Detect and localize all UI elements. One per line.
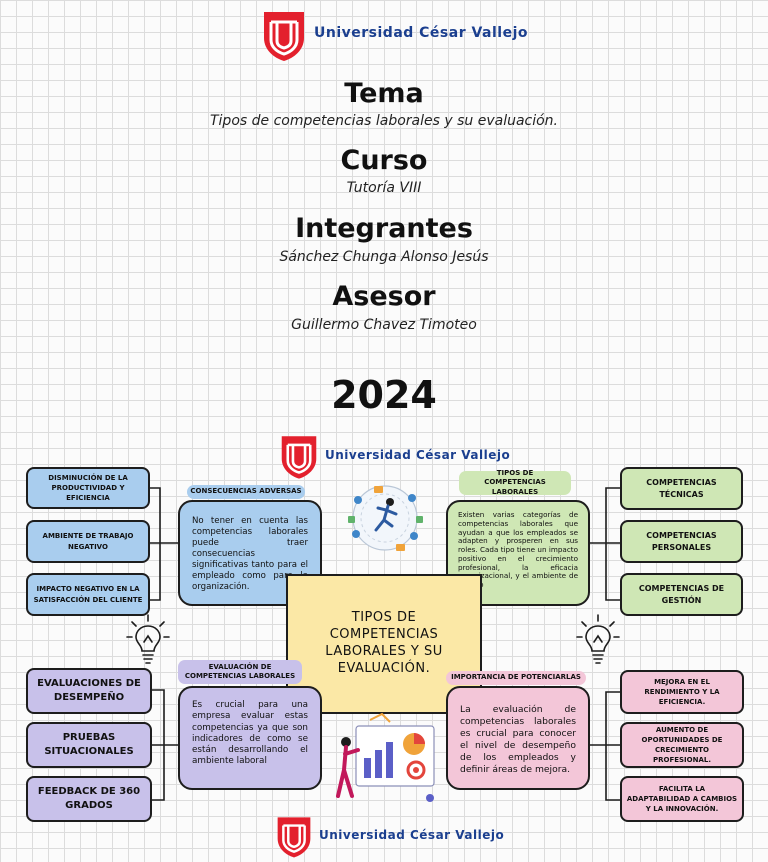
university-shield-icon	[281, 436, 317, 479]
lightbulb-icon	[576, 614, 620, 664]
consecuencias-item-1: Disminución de la productividad y eficie…	[26, 467, 150, 509]
evaluacion-item-2: Pruebas situacionales	[26, 722, 152, 768]
university-logo-middle: Universidad César Vallejo	[280, 434, 510, 480]
integrantes-value: Sánchez Chunga Alonso Jesús	[279, 249, 489, 265]
consecuencias-tag: Consecuencias adversas	[187, 485, 305, 499]
business-charts-illustration	[336, 712, 435, 802]
importancia-item-1: Mejora en el rendimiento y la eficiencia…	[620, 670, 744, 714]
tipos-item-2: Competencias personales	[620, 520, 743, 563]
year: 2024	[331, 373, 437, 417]
person-network-illustration	[348, 485, 423, 551]
curso-heading: Curso	[340, 145, 428, 176]
evaluacion-item-1: Evaluaciones de desempeño	[26, 668, 152, 714]
tema-value: Tipos de competencias laborales y su eva…	[209, 113, 559, 129]
importancia-tag: Importancia de potenciarlas	[446, 671, 586, 685]
asesor-heading: Asesor	[332, 281, 436, 312]
importancia-item-3: Facilita la adaptabilidad a cambios y la…	[620, 776, 744, 822]
university-logo-bottom: Universidad César Vallejo	[276, 815, 504, 859]
university-logo-top: Universidad César Vallejo	[262, 10, 528, 62]
university-name: Universidad César Vallejo	[314, 25, 529, 41]
tipos-item-3: Competencias de gestión	[620, 573, 743, 616]
evaluacion-item-3: Feedback de 360 grados	[26, 776, 152, 822]
curso-value: Tutoría VIII	[346, 180, 422, 196]
consecuencias-item-3: Impacto negativo en la satisfacción del …	[26, 573, 150, 616]
tema-heading: Tema	[344, 78, 424, 109]
consecuencias-item-2: Ambiente de trabajo negativo	[26, 520, 150, 563]
university-shield-icon	[277, 817, 311, 858]
evaluacion-tag: Evaluación de competencias laborales	[178, 660, 302, 684]
tipos-tag: Tipos de competencias laborales	[459, 469, 571, 496]
importancia-description: La evaluación de competencias laborales …	[446, 686, 590, 790]
tipos-item-1: Competencias técnicas	[620, 467, 743, 510]
university-shield-icon	[264, 12, 304, 61]
university-name: Universidad César Vallejo	[319, 828, 505, 842]
importancia-item-2: Aumento de oportunidades de crecimiento …	[620, 722, 744, 768]
integrantes-heading: Integrantes	[295, 213, 473, 244]
asesor-value: Guillermo Chavez Timoteo	[291, 317, 477, 333]
lightbulb-icon	[126, 614, 170, 664]
university-name: Universidad César Vallejo	[325, 448, 511, 462]
evaluacion-description: Es crucial para una empresa evaluar esta…	[178, 686, 322, 790]
